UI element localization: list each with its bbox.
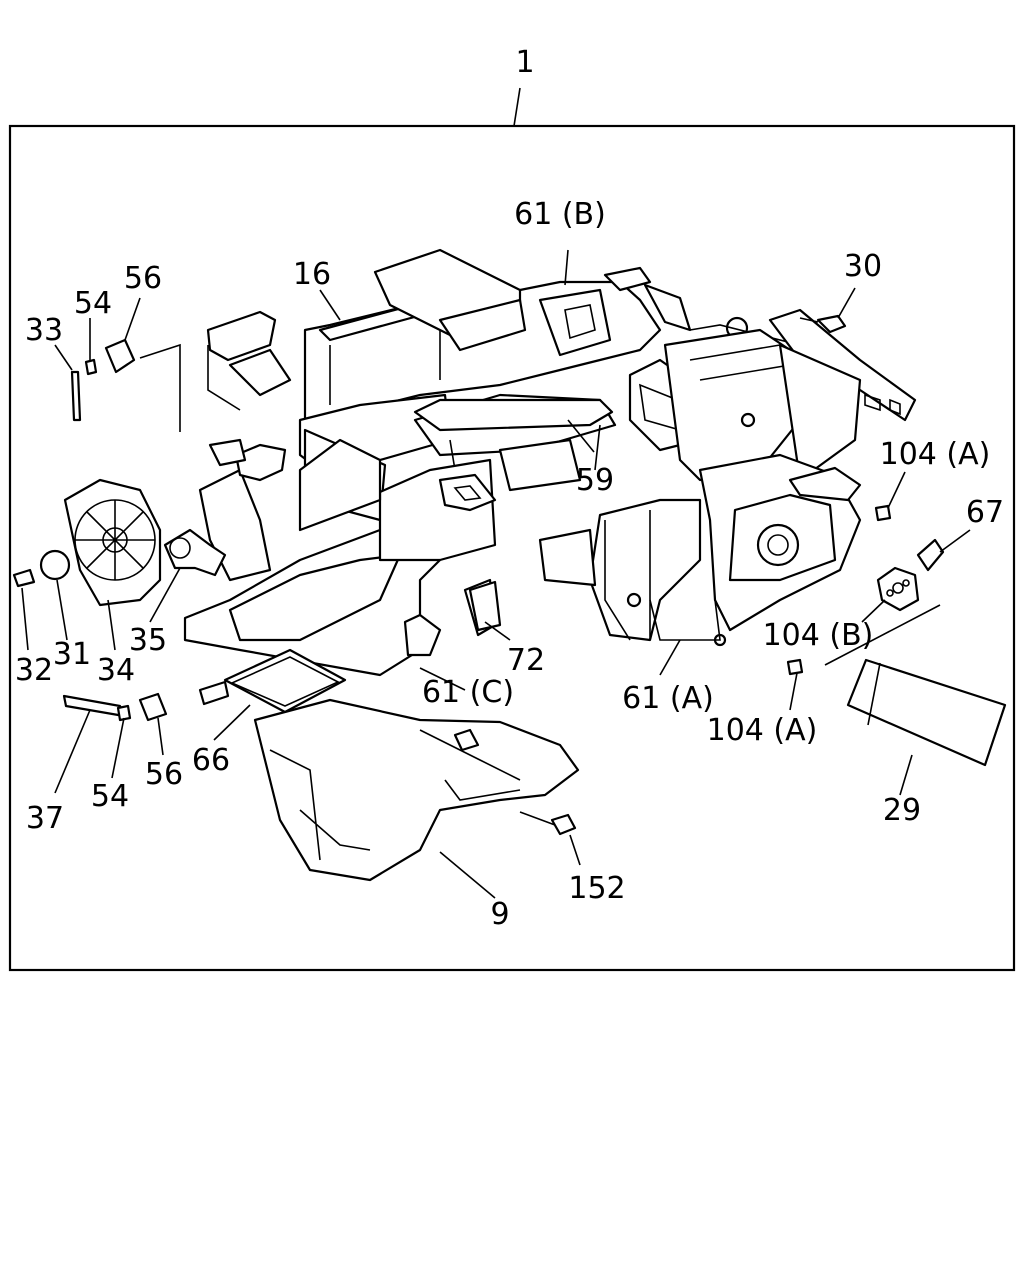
lever-35-hub [169,537,191,559]
callout-56-lower: 56 [145,757,183,792]
rod-33 [70,370,82,422]
callout-29: 29 [883,793,921,828]
callout-56-upper: 56 [124,261,162,296]
bracket-72 [468,580,502,632]
blower-motor-104b [876,566,920,612]
callout-37: 37 [26,801,64,836]
callout-72: 72 [507,643,545,678]
mode-door-59 [413,398,614,432]
lower-case-61a [538,453,862,647]
filter-29 [846,658,1007,767]
screw-32 [12,568,36,588]
callout-61c: 61 (C) [422,675,514,710]
clip-54-upper [84,358,98,376]
lever-35 [163,528,227,577]
rod-37 [62,694,126,718]
callout-1: 1 [515,45,534,80]
callout-67: 67 [966,495,1004,530]
pin-104a-lower [786,658,804,676]
callout-33: 33 [25,313,63,348]
assembly-frame [8,124,1016,972]
core-pipes [198,680,230,706]
callout-54-lower: 54 [91,779,129,814]
callout-54-upper: 54 [74,286,112,321]
callout-32: 32 [15,653,53,688]
assembly-leader [513,87,521,127]
callout-9: 9 [490,897,509,932]
nut-152 [550,813,577,836]
callout-30: 30 [844,249,882,284]
callout-61a: 61 (A) [622,681,714,716]
heater-core-66 [223,648,347,714]
gear-31 [39,549,71,581]
callout-66: 66 [192,743,230,778]
link-56-lower [138,692,168,722]
filter-29-inner [867,662,881,726]
heater-core-66-inner [230,656,340,707]
callout-59: 59 [576,463,614,498]
screw-30 [816,314,847,334]
callout-61b: 61 (B) [514,197,606,232]
callout-104a-lower: 104 (A) [707,713,818,748]
callout-104b: 104 (B) [763,618,874,653]
clip-54-lower [116,704,132,722]
callout-35: 35 [129,623,167,658]
link-56-upper [104,338,136,374]
callout-31: 31 [53,637,91,672]
side-case-61c [183,438,497,677]
actuator-34-assembly [63,478,162,607]
upper-case-61b [206,248,801,422]
callout-16: 16 [293,257,331,292]
connector-67 [916,538,945,572]
callout-104a-upper: 104 (A) [880,437,991,472]
leader-lines [21,249,971,899]
pin-104a-upper [874,504,892,522]
callout-34: 34 [97,653,135,688]
lower-case-9 [253,698,580,882]
screw-30-shank [799,317,819,323]
callout-152: 152 [568,871,625,906]
